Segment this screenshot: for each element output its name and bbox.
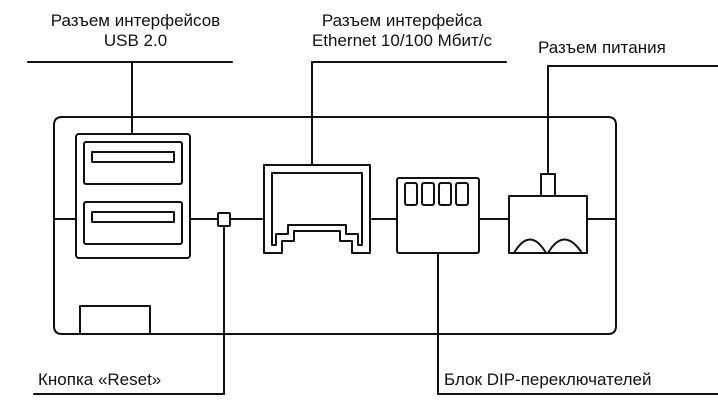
usb-port-lower	[83, 201, 183, 245]
usb-port-lower-tongue	[91, 211, 175, 223]
usb-port-upper-tongue	[91, 151, 175, 163]
callout-ethernet-line1: Разъем интерфейса	[321, 11, 483, 30]
callout-power-line1: Разъем питания	[538, 38, 666, 57]
callout-reset-line1: Кнопка «Reset»	[38, 370, 162, 389]
callout-power-label: Разъем питания	[538, 38, 718, 58]
dip-switch-4	[455, 182, 469, 206]
ethernet-port-inner	[271, 172, 363, 246]
callout-dip-line1: Блок DIP-переключателей	[444, 370, 652, 389]
power-connector-pin	[540, 173, 556, 197]
callout-usb-line1: Разъем интерфейсов	[50, 11, 221, 30]
usb-port-upper	[83, 141, 183, 185]
bottom-left-slot	[79, 305, 151, 335]
dip-switch-3	[438, 182, 452, 206]
dip-switch-1	[404, 182, 418, 206]
device-body	[53, 116, 617, 335]
power-connector-arc-right	[547, 238, 583, 254]
callout-usb-line2: USB 2.0	[103, 31, 168, 50]
callout-dip-label: Блок DIP-переключателей	[444, 370, 651, 390]
callout-ethernet-label: Разъем интерфейса Ethernet 10/100 Мбит/с	[282, 11, 522, 51]
reset-button	[217, 212, 231, 227]
dip-switch-2	[421, 182, 435, 206]
callout-usb-label: Разъем интерфейсов USB 2.0	[28, 11, 243, 51]
power-connector-arc-left	[513, 238, 547, 254]
power-connector	[508, 195, 588, 254]
callout-ethernet-line2: Ethernet 10/100 Мбит/с	[311, 31, 493, 50]
callout-reset-label: Кнопка «Reset»	[38, 370, 161, 390]
ethernet-port	[263, 164, 371, 254]
